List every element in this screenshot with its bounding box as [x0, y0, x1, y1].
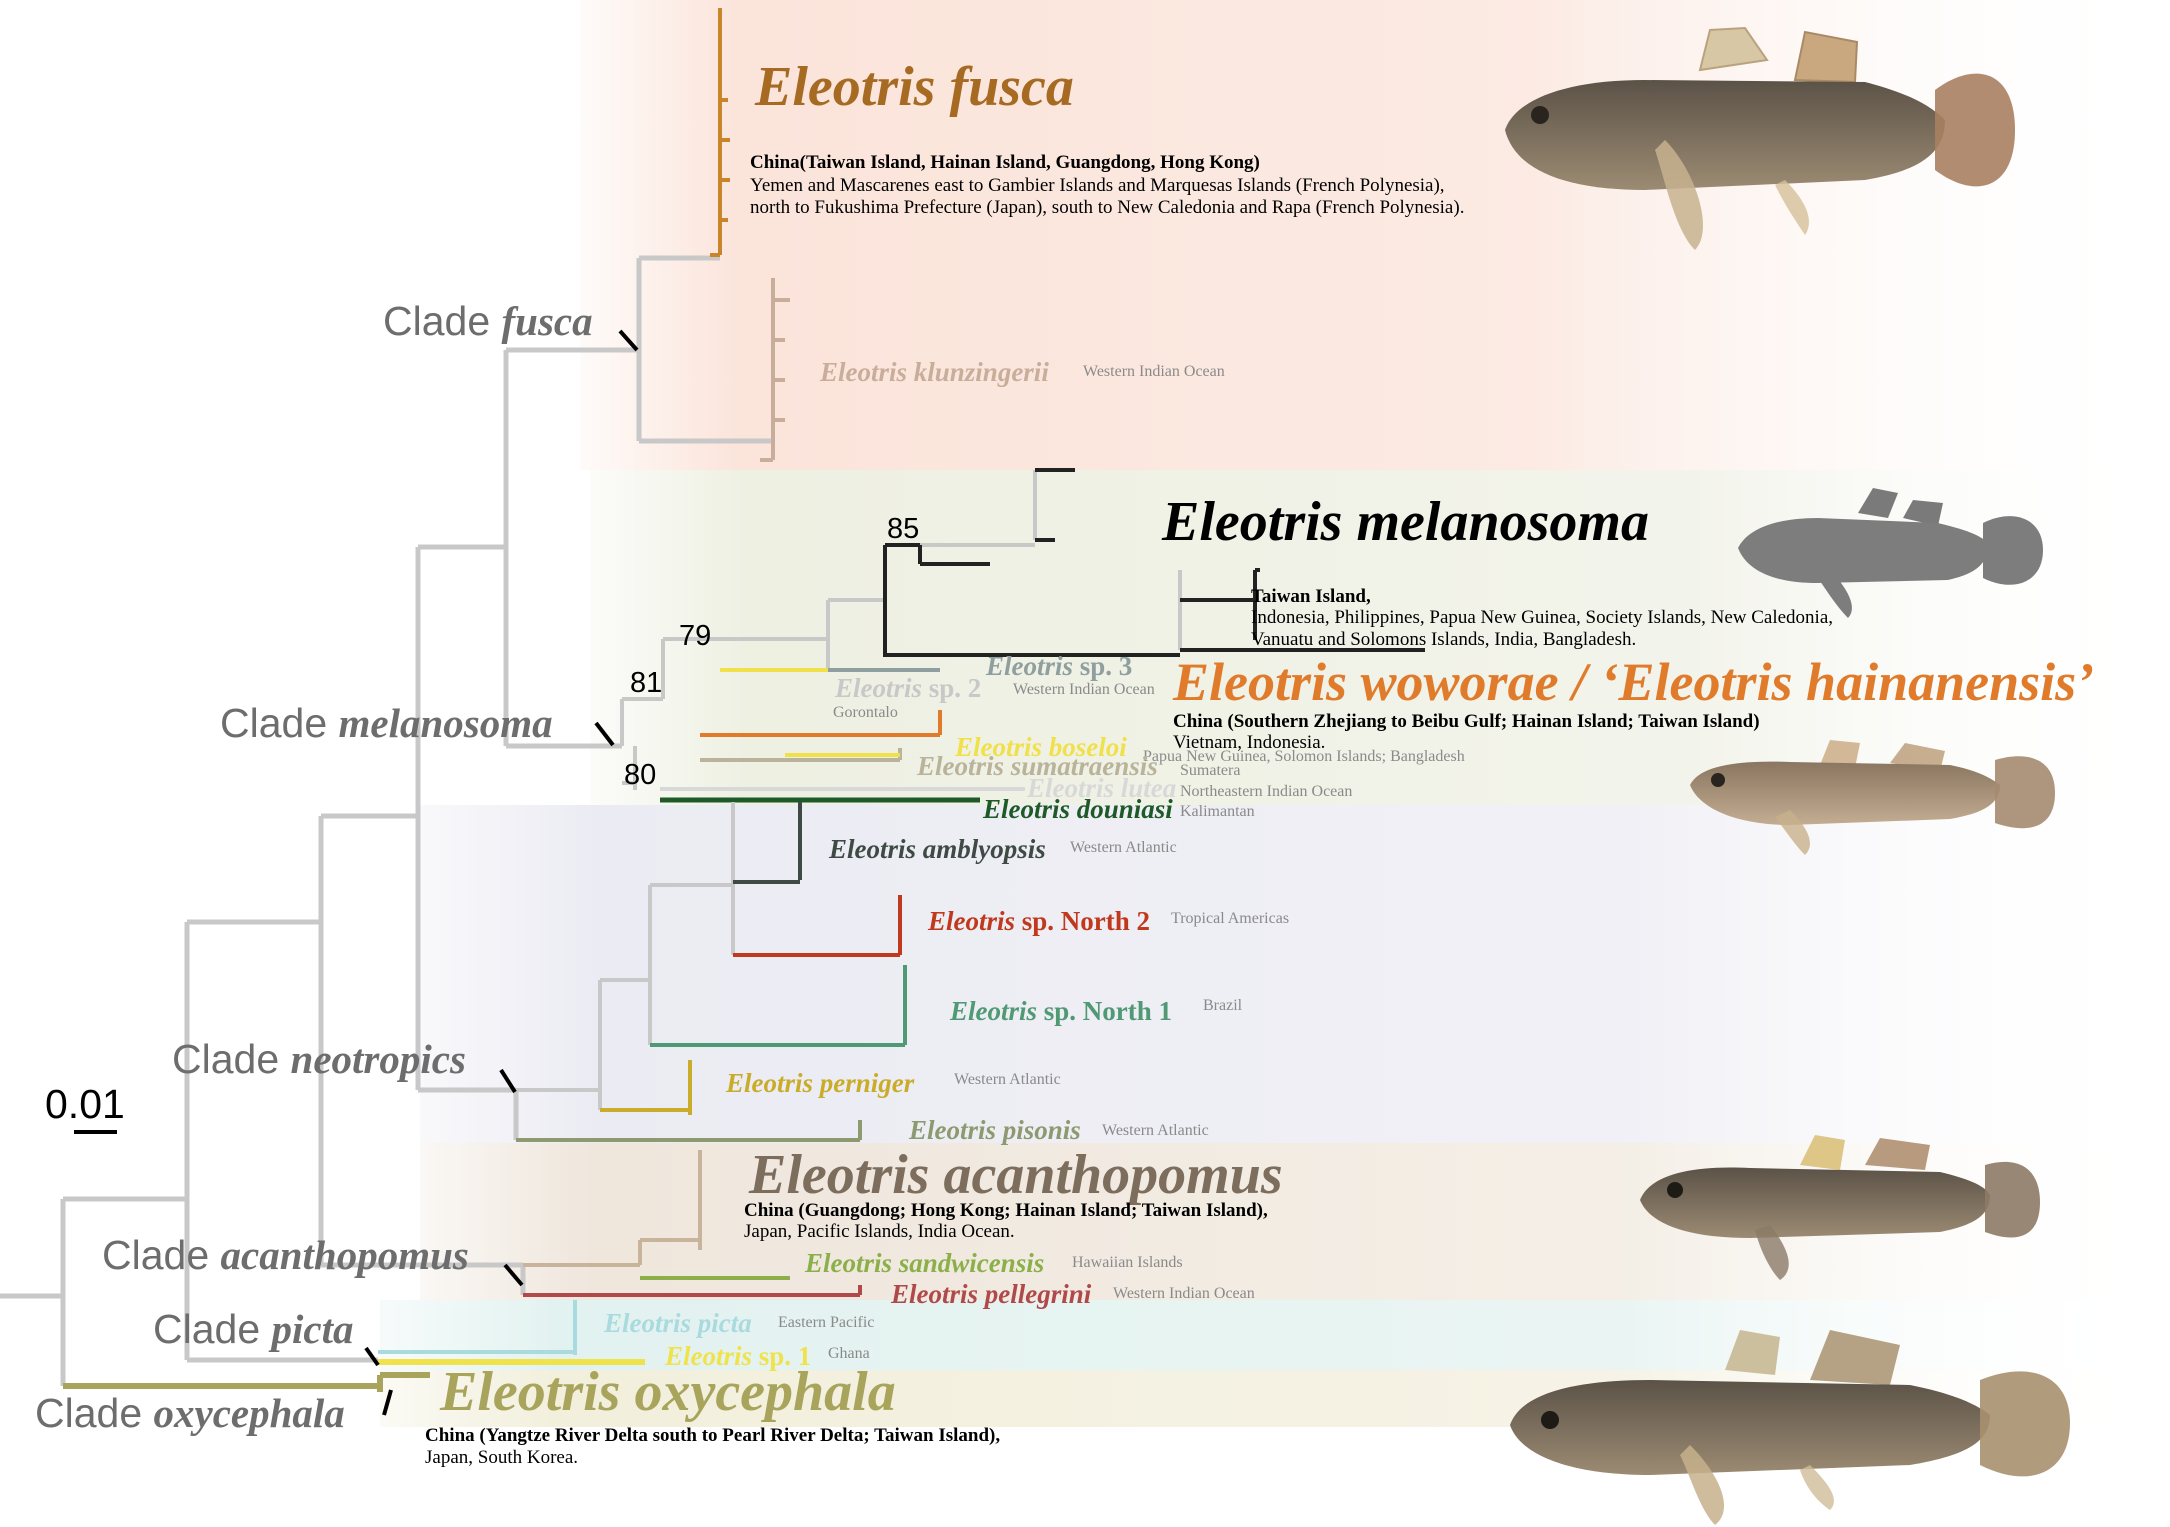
dist-pellegrini: Western Indian Ocean	[1113, 1285, 1255, 1302]
label-sandwicensis: Eleotris sandwicensis	[804, 1248, 1044, 1278]
backbone-branch	[321, 1262, 526, 1295]
label-fusca: Eleotris fusca	[754, 56, 1074, 118]
range-fusca-1: Yemen and Mascarenes east to Gambier Isl…	[750, 175, 1445, 196]
branch-melanosoma-b	[883, 545, 1425, 657]
backbone-branch	[639, 255, 773, 444]
label-douniasi: Eleotris douniasi	[982, 794, 1173, 824]
range-oxycephala-bold: China (Yangtze River Delta south to Pear…	[425, 1425, 1000, 1446]
label-woworae: Eleotris woworae / ‘Eleotris hainanensis…	[1172, 652, 2094, 712]
dist-sp1: Ghana	[828, 1345, 870, 1362]
fish-illustration-acanthopomus	[1640, 1135, 2040, 1280]
label-klunzingerii: Eleotris klunzingerii	[819, 357, 1049, 387]
branch-acanthopomus	[523, 1150, 702, 1267]
fish-silhouette-melanosoma	[1738, 488, 2043, 618]
dist-sp2-gorontalo: Gorontalo	[833, 704, 898, 721]
bootstrap-85: 85	[887, 513, 919, 545]
clade-label-acanthopomus: Clade acanthopomus	[102, 1232, 469, 1278]
dist-sumatraensis: Sumatera	[1180, 762, 1240, 779]
dist-north2: Tropical Americas	[1171, 910, 1289, 927]
label-perniger: Eleotris perniger	[725, 1068, 915, 1098]
label-north1: Eleotris sp. North 1	[949, 996, 1172, 1026]
branch-amblyopsis	[733, 802, 802, 884]
range-acanthopomus-bold: China (Guangdong; Hong Kong; Hainan Isla…	[744, 1200, 1268, 1221]
clade-ticks	[364, 329, 639, 1416]
label-sumatraensis: Eleotris sumatraensis	[916, 751, 1158, 781]
dist-pisonis: Western Atlantic	[1102, 1122, 1209, 1139]
branch-pisonis	[516, 1120, 862, 1142]
dist-douniasi: Kalimantan	[1180, 803, 1255, 820]
label-amblyopsis: Eleotris amblyopsis	[828, 834, 1046, 864]
branch-perniger	[600, 1060, 692, 1115]
tree-backbone	[0, 255, 773, 1389]
backbone-neo	[516, 802, 735, 1110]
fish-illustration-woworae	[1690, 740, 2055, 855]
bootstrap-79: 79	[679, 620, 711, 652]
bootstrap-81: 81	[630, 667, 662, 699]
range-melanosoma-1: Indonesia, Philippines, Papua New Guinea…	[1251, 607, 1833, 628]
label-sp2: Eleotris sp. 2	[834, 673, 981, 703]
branch-woworae	[700, 710, 942, 737]
dist-boseloi: Papua New Guinea, Solomon Islands; Bangl…	[1143, 748, 1465, 765]
clade-label-fusca: Clade fusca	[383, 298, 593, 344]
branch-fusca	[710, 8, 730, 257]
branch-north1	[650, 965, 907, 1047]
label-pisonis: Eleotris pisonis	[908, 1115, 1081, 1145]
branch-melanosoma-a	[885, 468, 1075, 566]
dist-sp2: Western Indian Ocean	[1013, 681, 1155, 698]
bootstrap-80: 80	[624, 759, 656, 791]
dist-amblyopsis: Western Atlantic	[1070, 839, 1177, 856]
branch-oxycephala	[63, 1372, 430, 1392]
label-pellegrini: Eleotris pellegrini	[890, 1279, 1092, 1309]
dist-sandwicensis: Hawaiian Islands	[1072, 1254, 1183, 1271]
label-sp1: Eleotris sp. 1	[664, 1341, 811, 1371]
clade-label-picta: Clade picta	[153, 1306, 354, 1352]
range-fusca-2: north to Fukushima Prefecture (Japan), s…	[750, 197, 1464, 218]
scale-bar-label: 0.01	[45, 1081, 125, 1127]
backbone-branch	[321, 547, 421, 1090]
backbone-branch	[0, 1199, 66, 1386]
label-lutea: Eleotris lutea	[1026, 773, 1176, 803]
clade-label-oxycephala: Clade oxycephala	[35, 1390, 345, 1436]
backbone-branch	[418, 350, 509, 746]
backbone-branch	[187, 816, 324, 1265]
backbone-branch	[506, 258, 642, 441]
branch-picta	[378, 1300, 577, 1355]
band-fusca	[580, 0, 2170, 470]
label-boseloi: Eleotris boseloi	[954, 732, 1127, 762]
range-woworae-bold: China (Southern Zhejiang to Beibu Gulf; …	[1173, 711, 1760, 732]
label-oxycephala: Eleotris oxycephala	[439, 1361, 896, 1423]
label-sp3: Eleotris sp. 3	[985, 651, 1132, 681]
backbone-branch	[63, 1357, 380, 1389]
range-melanosoma-2: Vanuatu and Solomons Islands, India, Ban…	[1251, 629, 1636, 650]
range-acanthopomus-1: Japan, Pacific Islands, India Ocean.	[744, 1221, 1015, 1242]
label-north2: Eleotris sp. North 2	[927, 906, 1150, 936]
dist-north1: Brazil	[1203, 997, 1243, 1014]
range-woworae-1: Vietnam, Indonesia.	[1173, 732, 1325, 753]
backbone-branch	[63, 922, 190, 1360]
fish-illustration-fusca	[1505, 26, 2015, 250]
range-melanosoma-bold: Taiwan Island,	[1251, 586, 1371, 607]
backbone-branch	[418, 1087, 519, 1140]
label-acanthopomus: Eleotris acanthopomus	[748, 1144, 1283, 1206]
dist-lutea: Northeastern Indian Ocean	[1180, 783, 1352, 800]
branch-klunzingerii	[760, 278, 790, 462]
dist-perniger: Western Atlantic	[954, 1071, 1061, 1088]
backbone-mel	[620, 639, 665, 790]
fish-illustration-oxycephala	[1510, 1330, 2070, 1525]
dist-picta: Eastern Pacific	[778, 1314, 874, 1331]
range-fusca-bold: China(Taiwan Island, Hainan Island, Guan…	[750, 152, 1260, 173]
label-picta: Eleotris picta	[603, 1308, 752, 1338]
clade-label-melanosoma: Clade melanosoma	[220, 700, 553, 746]
branch-pellegrini	[523, 1285, 862, 1297]
dist-klunzingerii: Western Indian Ocean	[1083, 363, 1225, 380]
clade-label-neotropics: Clade neotropics	[172, 1036, 466, 1082]
tree-branches	[63, 8, 1425, 1392]
label-melanosoma: Eleotris melanosoma	[1161, 491, 1649, 553]
range-oxycephala-1: Japan, South Korea.	[425, 1447, 578, 1468]
band-neotropics	[420, 805, 2170, 1143]
branch-north2	[733, 895, 902, 957]
